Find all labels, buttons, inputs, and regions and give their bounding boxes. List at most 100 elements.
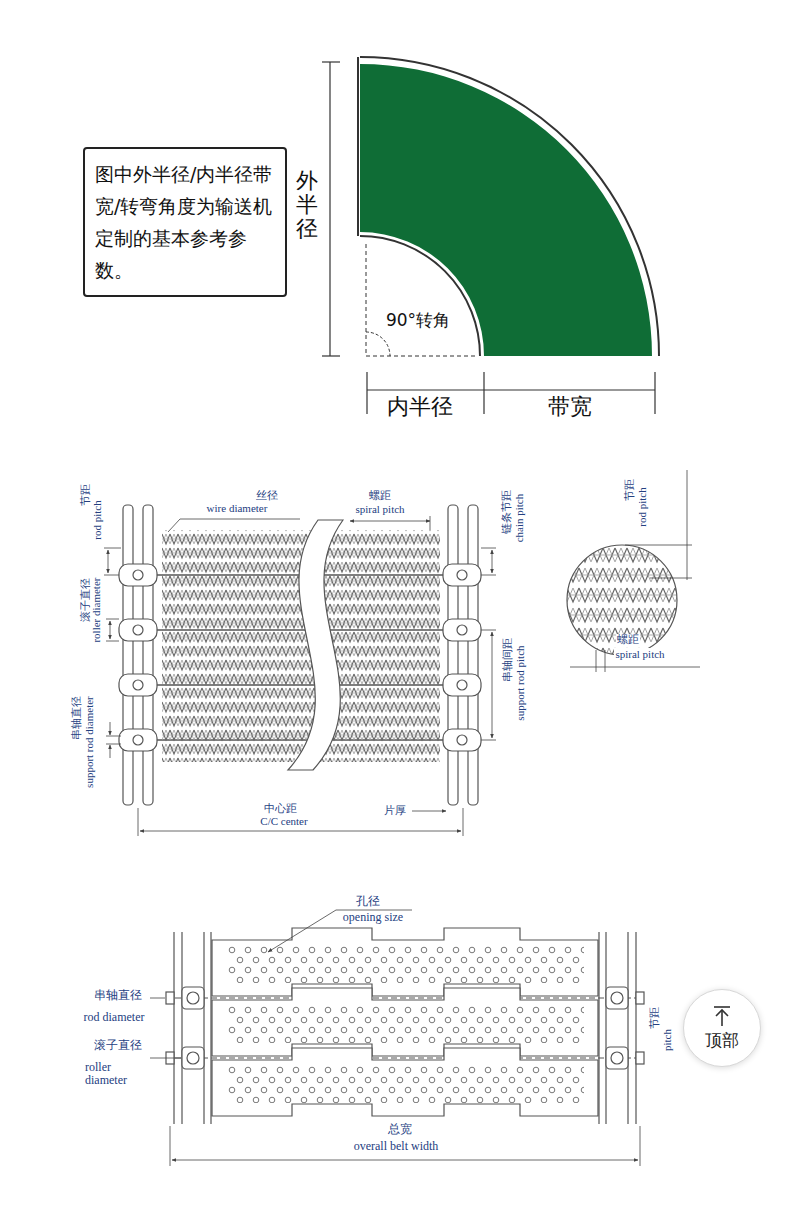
- dimension-lines: [110, 722, 111, 735]
- curve-conveyor: [366, 356, 476, 357]
- dimension-lines: [650, 578, 692, 579]
- note-text: 图中外半径/内半径带宽/转弯角度为输送机定制的基本参考参数。: [95, 158, 275, 286]
- plate-rods: [166, 998, 644, 999]
- plate-holes: [228, 945, 584, 1103]
- dimension-lines: [481, 548, 496, 549]
- plate-chain: [173, 932, 174, 1124]
- dimension-lines: [596, 650, 597, 672]
- dimension-lines: [640, 1126, 641, 1166]
- chain-left: [133, 570, 143, 580]
- dimension-lines: [106, 641, 119, 642]
- plate-chain: [627, 932, 628, 1124]
- dimension-lines: [570, 667, 700, 668]
- chain-right: [443, 505, 481, 805]
- chain-right: [443, 619, 481, 641]
- dimension-lines: [483, 372, 484, 414]
- dimension-label: roller diameter: [91, 576, 103, 643]
- chain-left: [143, 505, 153, 805]
- plate-chain: [636, 1052, 644, 1064]
- up-arrow-icon: [714, 1006, 730, 1008]
- dimension-label: 链条节距: [501, 489, 513, 535]
- dimension-lines: [110, 621, 111, 639]
- chain-right: [443, 729, 481, 751]
- chain-left: [119, 619, 157, 641]
- chain-right: [448, 505, 458, 805]
- chain-left: [133, 625, 143, 635]
- dimension-label: pitch: [661, 1028, 673, 1052]
- up-arrow-icon: [710, 1005, 734, 1027]
- dimension-label: C/C center: [259, 815, 308, 827]
- dimension-lines: [336, 910, 412, 911]
- plate-chain: [166, 992, 174, 1004]
- curve-conveyor: [358, 57, 659, 356]
- plate-holes: [228, 1065, 584, 1103]
- wire-mesh: [288, 520, 343, 770]
- dimension-lines: [106, 736, 121, 737]
- dimension-lines: [481, 630, 496, 631]
- chain-left: [133, 680, 143, 690]
- dimension-lines: [492, 550, 493, 573]
- chain-left: [119, 674, 157, 696]
- plate-chain: [166, 932, 644, 1124]
- plates: [212, 928, 598, 996]
- dimension-label: 螺距: [368, 490, 392, 502]
- plate-chain: [606, 987, 628, 1009]
- dimension-lines: [605, 650, 606, 672]
- dimension-label: opening size: [342, 911, 404, 924]
- dimension-lines: [150, 998, 165, 999]
- dimension-lines: [108, 550, 109, 573]
- chain-right: [468, 505, 478, 805]
- dimension-lines: [104, 548, 121, 549]
- plate-chain: [182, 1047, 204, 1069]
- curve-conveyor: [357, 57, 359, 236]
- chain-left: [119, 505, 157, 805]
- dimension-lines: [481, 575, 496, 576]
- dimension-label: 节距: [624, 478, 636, 502]
- up-arrow-icon: [716, 1010, 728, 1016]
- curve-conveyor: [366, 332, 390, 356]
- dimension-label: roller diameter: [84, 1061, 148, 1087]
- dimension-lines: [329, 62, 330, 356]
- chain-right: [443, 564, 481, 586]
- plate-chain: [182, 987, 204, 1009]
- plate-chain: [611, 1052, 623, 1064]
- dimension-label: 节距: [649, 1006, 661, 1030]
- chain-right: [457, 680, 467, 690]
- plate-chain: [598, 932, 599, 1124]
- chain-right: [457, 625, 467, 635]
- curve-conveyor: [360, 57, 659, 356]
- dimension-lines: [150, 910, 640, 1166]
- dimension-label: overall belt width: [353, 1140, 440, 1153]
- dimension-lines: [367, 389, 655, 390]
- dimension-lines: [104, 575, 119, 576]
- chain-right: [457, 735, 467, 745]
- chain-left: [119, 729, 157, 751]
- dimension-label: 内半径: [386, 395, 454, 419]
- dimension-label: 螺距: [616, 634, 640, 646]
- dimension-label: rod pitch: [91, 499, 103, 540]
- dimension-lines: [322, 62, 655, 414]
- dimension-label: chain pitch: [513, 493, 525, 544]
- plate-rods: [166, 1058, 644, 1059]
- dimension-lines: [106, 744, 121, 745]
- dimension-lines: [430, 516, 431, 530]
- dimension-label: rod diameter: [83, 1011, 146, 1024]
- dimension-label: wire diameter: [206, 502, 269, 514]
- dimension-label: 串轴直径: [93, 989, 143, 1002]
- dimension-label: 孔径: [355, 895, 381, 908]
- dimension-lines: [268, 910, 336, 952]
- plate-chain: [210, 932, 211, 1124]
- chain-left: [119, 564, 157, 586]
- dimension-label: 滚子直径: [93, 1039, 143, 1052]
- chain-left: [123, 505, 133, 805]
- detail-circle: [567, 545, 677, 655]
- curve-conveyor: [366, 244, 367, 356]
- dimension-lines: [168, 519, 300, 532]
- plate-chain: [187, 992, 199, 1004]
- dimension-label: 串轴间距: [502, 637, 514, 683]
- dimension-lines: [172, 1160, 638, 1161]
- plate-chain: [611, 992, 623, 1004]
- plate-chain: [605, 932, 606, 1124]
- dimension-label: support rod pitch: [514, 644, 526, 721]
- dimension-lines: [654, 372, 655, 414]
